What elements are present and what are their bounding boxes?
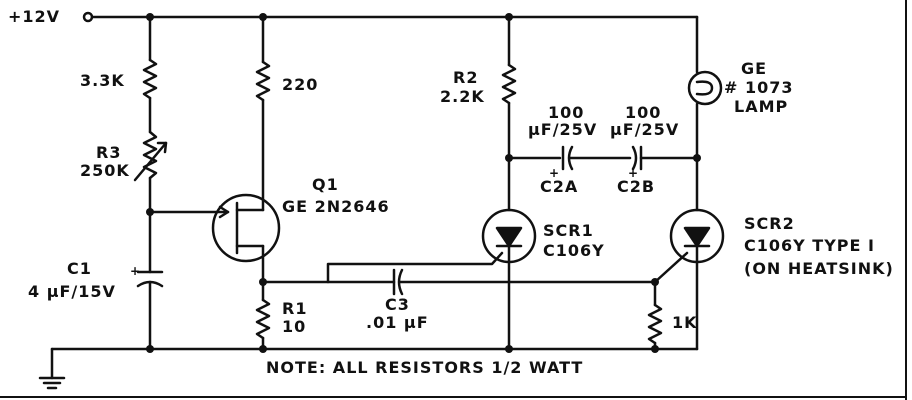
lamp-maker: GE [741,59,768,78]
scr2-part: C106Y TYPE I [744,236,875,255]
c1-polarity: + [130,264,142,278]
q1-ref: Q1 [312,175,339,194]
supply-label: +12V [8,7,61,26]
ground-symbol [38,376,66,390]
r1-ref: R1 [282,299,308,318]
footnote: NOTE: ALL RESISTORS 1/2 WATT [266,358,584,377]
r3-value: 250K [80,161,130,180]
c3-ref: C3 [385,295,410,314]
scr1-part: C106Y [543,241,605,260]
r3-potentiometer-symbol [133,130,168,274]
q1-part: GE 2N2646 [282,197,390,216]
ground-rail-wire [50,347,699,380]
resistor-1k-value: 1K [672,313,698,332]
r1-resistor-symbol [255,280,271,351]
r3-ref: R3 [96,143,122,162]
c2a-rating: μF/25V [528,120,598,139]
c3-value: .01 μF [366,313,429,332]
c2b-value: 100 [625,103,662,122]
scr2-symbol [669,208,725,351]
c1-capacitor-symbol [136,270,164,351]
c2b-rating: μF/25V [610,120,680,139]
c2a-polarity: + [549,166,561,180]
c2b-polarity: + [628,166,640,180]
scr1-gate-wire [326,251,504,284]
c2a-value: 100 [548,103,585,122]
c2a-ref: C2A [540,177,579,196]
resistor-3k3-value: 3.3K [80,71,125,90]
junction-dots [146,13,701,353]
scr2-ref: SCR2 [744,214,795,233]
r2-value: 2.2K [440,87,485,106]
r2-resistor-symbol [501,15,517,212]
c2b-ref: C2B [617,177,656,196]
scr1-ref: SCR1 [543,221,594,240]
c3-trigger-wire [261,268,657,296]
supply-rail-wire [82,11,699,23]
resistor-1k-symbol [647,280,663,351]
r1-value: 10 [282,317,307,336]
lamp-symbol [687,15,723,212]
q1-emitter-wire [148,205,230,219]
lamp-part: # 1073 [724,78,794,97]
q1-ujt-symbol [211,193,281,284]
lamp-type: LAMP [734,97,789,116]
scr1-symbol [481,208,537,351]
c1-value: 4 μF/15V [28,282,116,301]
resistor-220-value: 220 [282,75,319,94]
resistor-220-symbol [255,15,271,202]
c2-bridge-wire [507,145,699,171]
c1-ref: C1 [67,259,92,278]
scr2-note: (ON HEATSINK) [744,259,894,278]
resistor-3k3-symbol [142,15,158,134]
r2-ref: R2 [453,68,479,87]
